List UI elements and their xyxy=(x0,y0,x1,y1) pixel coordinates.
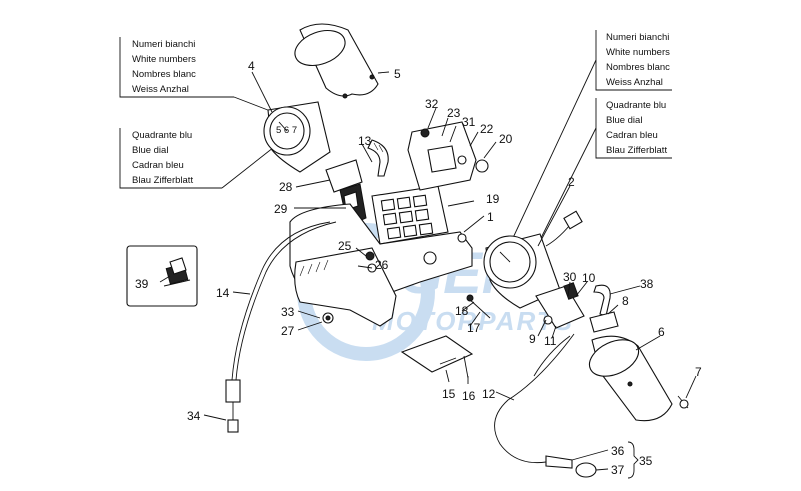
right-blue-dial-note: Quadrante blu Blue dial Cadran bleu Blau… xyxy=(539,98,672,241)
label-26: 26 xyxy=(375,258,389,272)
part-12-cable xyxy=(494,333,597,478)
label-12: 12 xyxy=(482,387,496,401)
label-31: 31 xyxy=(462,115,476,129)
label-4: 4 xyxy=(248,59,255,73)
label-2: 2 xyxy=(568,175,575,189)
speedo-cable-top xyxy=(545,210,583,247)
part-17-18-screws xyxy=(466,294,491,319)
note-line: Nombres blanc xyxy=(606,62,670,73)
label-36: 36 xyxy=(611,444,625,458)
label-34: 34 xyxy=(187,409,201,423)
part-8-38-clamp xyxy=(589,284,619,333)
label-13: 13 xyxy=(358,134,372,148)
note-line: Blau Zifferblatt xyxy=(606,145,667,156)
label-29: 29 xyxy=(274,202,288,216)
right-white-numbers-note: Numeri bianchi White numbers Nombres bla… xyxy=(511,30,672,241)
note-line: Numeri bianchi xyxy=(606,32,669,43)
label-35: 35 xyxy=(639,454,653,468)
label-37: 37 xyxy=(611,463,625,477)
label-11: 11 xyxy=(544,334,557,348)
label-9: 9 xyxy=(529,332,536,346)
part-39-inset xyxy=(126,245,198,307)
label-7: 7 xyxy=(695,365,702,379)
note-line: Cadran bleu xyxy=(606,130,658,141)
part-5-gauge-cover xyxy=(294,23,379,99)
note-line: Quadrante blu xyxy=(606,100,666,111)
part-4-tachometer: 5 6 7 xyxy=(263,101,331,173)
part-2-speedometer xyxy=(483,233,561,309)
label-10: 10 xyxy=(582,271,596,285)
label-38: 38 xyxy=(640,277,654,291)
label-27: 27 xyxy=(281,324,295,338)
left-white-numbers-note: Numeri bianchi White numbers Nombres bla… xyxy=(119,37,274,113)
label-5: 5 xyxy=(394,67,401,81)
note-line: Quadrante blu xyxy=(132,130,192,141)
note-line: Nombres blanc xyxy=(132,69,196,80)
label-23: 23 xyxy=(447,106,461,120)
part-7-screw xyxy=(677,395,689,409)
label-32: 32 xyxy=(425,97,439,111)
label-6: 6 xyxy=(658,325,665,339)
label-18: 18 xyxy=(455,304,469,318)
note-line: Cadran bleu xyxy=(132,160,184,171)
note-line: Numeri bianchi xyxy=(132,39,195,50)
label-15: 15 xyxy=(442,387,456,401)
watermark-text: MOTORPARTS xyxy=(372,306,574,336)
label-19: 19 xyxy=(486,192,500,206)
note-line: White numbers xyxy=(132,54,196,65)
part-13-cable xyxy=(367,139,389,177)
label-1: 1 xyxy=(487,210,494,224)
label-14: 14 xyxy=(216,286,230,300)
part-15-plate xyxy=(400,335,474,379)
label-17: 17 xyxy=(467,321,481,335)
leader-lines xyxy=(159,71,697,479)
left-blue-dial-note: Quadrante blu Blue dial Cadran bleu Blau… xyxy=(119,128,284,189)
part-14-cable xyxy=(225,221,337,433)
note-line: Weiss Anzhal xyxy=(132,84,189,95)
label-28: 28 xyxy=(279,180,293,194)
label-30: 30 xyxy=(563,270,577,284)
note-line: Blue dial xyxy=(606,115,642,126)
label-25: 25 xyxy=(338,239,352,253)
svg-text:5 6 7: 5 6 7 xyxy=(276,125,297,136)
label-20: 20 xyxy=(499,132,513,146)
label-39: 39 xyxy=(135,277,149,291)
part-6-gauge-cover xyxy=(588,335,673,422)
label-8: 8 xyxy=(622,294,629,308)
part-bracket-upper xyxy=(407,121,489,191)
part-number-labels: 1 2 4 5 6 7 8 9 10 11 12 13 14 15 16 17 … xyxy=(135,59,702,477)
note-line: Weiss Anzhal xyxy=(606,77,663,88)
note-line: Blue dial xyxy=(132,145,168,156)
part-19-warning-panel xyxy=(371,185,449,245)
part-30-connector xyxy=(535,282,585,329)
label-33: 33 xyxy=(281,305,295,319)
label-22: 22 xyxy=(480,122,494,136)
note-line: White numbers xyxy=(606,47,670,58)
note-line: Blau Zifferblatt xyxy=(132,175,193,186)
label-16: 16 xyxy=(462,389,476,403)
